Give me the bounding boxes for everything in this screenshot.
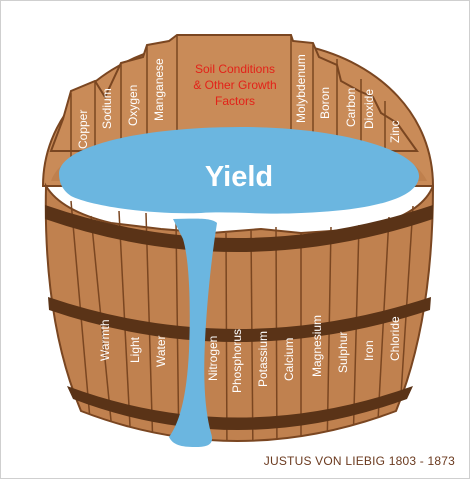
stave-label-magnesium: Magnesium (310, 315, 324, 377)
svg-text:Factors: Factors (215, 94, 255, 108)
svg-text:Soil Conditions: Soil Conditions (195, 62, 275, 76)
stave-label-boron: Boron (318, 87, 332, 119)
stave-label-water: Water (154, 335, 168, 367)
front-stave-labels: Warmth Light Water Nitrogen Phosphorus P… (98, 315, 402, 393)
stave-label-phosphorus: Phosphorus (230, 329, 244, 393)
stave-label-manganese: Manganese (152, 58, 166, 121)
stave-label-dioxide: Dioxide (362, 89, 376, 129)
caption: JUSTUS VON LIEBIG 1803 - 1873 (263, 454, 455, 468)
water-surface (59, 127, 420, 214)
stave-label-nitrogen: Nitrogen (206, 336, 220, 381)
svg-text:& Other Growth: & Other Growth (193, 78, 276, 92)
back-stave-labels: Copper Sodium Oxygen Manganese Molybdenu… (76, 54, 402, 149)
stave-label-sulphur: Sulphur (336, 332, 350, 373)
stave-label-iron: Iron (362, 340, 376, 361)
stave-label-carbon: Carbon (344, 88, 358, 127)
stave-label-zinc: Zinc (388, 120, 402, 143)
water-overflow (169, 218, 217, 447)
stave-label-potassium: Potassium (256, 331, 270, 387)
stave-label-copper: Copper (76, 110, 90, 149)
stave-label-warmth: Warmth (98, 319, 112, 361)
yield-title: Yield (205, 161, 273, 193)
barrel-front (44, 182, 434, 442)
soil-conditions-label: Soil Conditions & Other Growth Factors (193, 62, 276, 108)
stave-label-light: Light (128, 336, 142, 363)
stave-label-molybdenum: Molybdenum (294, 54, 308, 123)
stave-label-calcium: Calcium (282, 338, 296, 381)
stave-label-sodium: Sodium (100, 88, 114, 129)
stave-label-chloride: Chloride (388, 316, 402, 361)
stave-label-oxygen: Oxygen (126, 85, 140, 126)
